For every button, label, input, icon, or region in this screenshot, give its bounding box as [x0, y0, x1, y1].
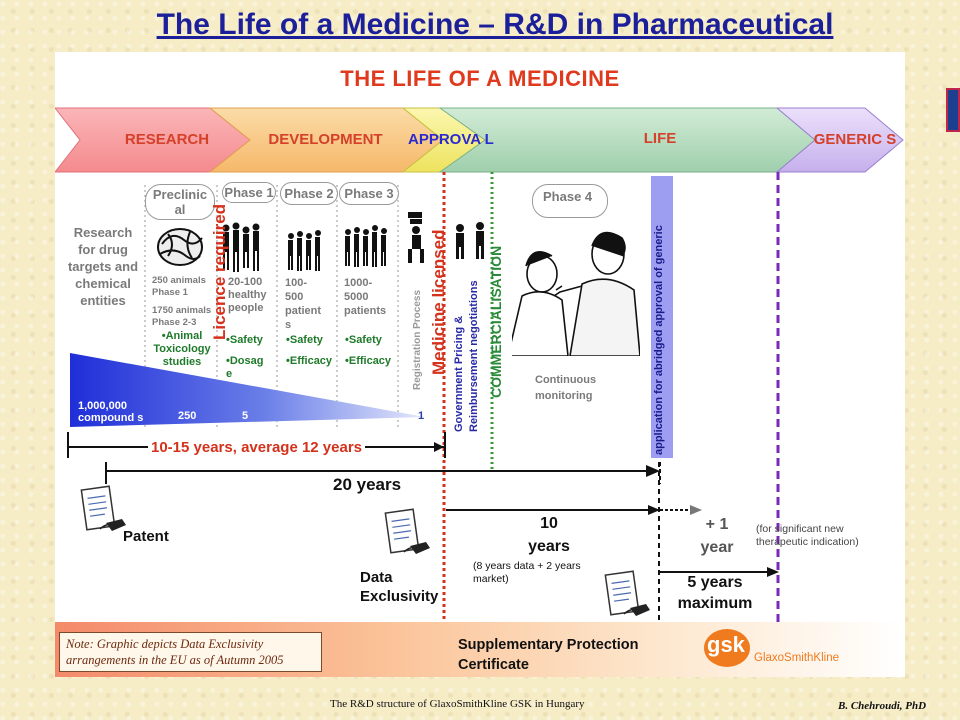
stage-arrows: [55, 107, 904, 173]
preclinical-tox: •Animal Toxicology studies: [153, 330, 211, 368]
spc-label: Supplementary Protection Certificate: [458, 637, 639, 673]
medicine-licensed: Medicine licensed: [429, 229, 448, 376]
funnel-start: 1,000,000 compound s: [78, 400, 144, 424]
corner-tab: [946, 88, 960, 132]
continuous-monitoring: Continuous monitoring: [535, 374, 597, 402]
phase3-safety: •Safety: [345, 334, 382, 346]
stage-generics: GENERIC S: [813, 131, 897, 148]
generic-application-bar: [651, 176, 673, 458]
pricing-line1: Government Pricing &: [453, 315, 465, 432]
preclinical-animals-1: 250 animals Phase 1: [152, 275, 206, 298]
trial-participants-illustration: [222, 222, 387, 272]
data-exclusivity-label: Data Exclusivity: [360, 569, 439, 605]
phase1-dosage: •Dosag e: [226, 355, 264, 380]
phase-preclinical: Preclinic al: [145, 184, 215, 220]
licensed-line: [442, 172, 446, 622]
phase-4: Phase 4: [532, 184, 608, 218]
registration-process: Registration Process: [412, 289, 423, 390]
plus-one-note: (for significant new therapeutic indicat…: [756, 523, 859, 548]
phase2-people: 100-500 patient s: [285, 277, 322, 331]
ten-years-arrow: [446, 505, 702, 515]
ten-years: 10 years: [528, 515, 570, 555]
phase3-efficacy: •Efficacy: [345, 355, 392, 367]
phase1-safety: •Safety: [226, 334, 263, 346]
phase-separators: [144, 185, 399, 430]
phase2-safety: •Safety: [286, 334, 323, 346]
funnel-1: 1: [418, 410, 425, 422]
twenty-years: 20 years: [333, 475, 402, 494]
preclinical-animals-2: 1750 animals Phase 2-3: [152, 305, 212, 328]
phase3-people: 1000-5000 patients: [344, 277, 387, 317]
phase2-efficacy: •Efficacy: [286, 355, 333, 367]
data-exclusivity-document-icon: [384, 508, 430, 554]
funnel-250: 250: [178, 410, 197, 422]
phase-2: Phase 2: [280, 182, 338, 205]
footer-author: B. Chehroudi, PhD: [838, 700, 927, 712]
eu-note: Note: Graphic depicts Data Exclusivity a…: [59, 632, 322, 672]
footer-caption: The R&D structure of GlaxoSmithKline GSK…: [330, 698, 585, 710]
stage-life: LIFE: [643, 130, 677, 147]
commercialisation: COMMERCIALISATION: [488, 245, 504, 398]
slide-title: The Life of a Medicine – R&D in Pharmace…: [156, 8, 834, 41]
negotiation-figures: [456, 222, 484, 259]
stage-research: RESEARCH: [124, 131, 210, 148]
range-label: 10-15 years, average 12 years: [148, 439, 366, 456]
gsk-logo-text: gsk: [707, 632, 745, 657]
ten-years-note: (8 years data + 2 years market): [473, 560, 581, 585]
stage-approval: APPROVA L: [408, 131, 494, 148]
generic-application: application for abridged approval of gen…: [653, 225, 665, 455]
compound-funnel: [70, 353, 425, 427]
phase-3: Phase 3: [339, 182, 399, 205]
funnel-5: 5: [242, 410, 249, 422]
pricing-line2: Reimbursement negotiations: [468, 280, 480, 432]
generics-arrow: [775, 107, 904, 173]
phase-1: Phase 1: [222, 182, 276, 203]
patent-label: Patent: [123, 528, 169, 545]
diagram-title: THE LIFE OF A MEDICINE: [340, 66, 620, 91]
stage-development: DEVELOPMENT: [268, 131, 383, 148]
research-text: Research for drug targets and chemical e…: [67, 225, 139, 308]
five-years-arrow: [660, 567, 779, 577]
registration-figure: [408, 212, 424, 263]
generics-line: [776, 172, 780, 625]
five-years: 5 years maximum: [677, 574, 753, 612]
gsk-brand-name: GlaxoSmithKline: [754, 652, 840, 664]
phase1-people: 20-100 healthy people: [228, 276, 267, 314]
gsk-logo: [704, 629, 750, 667]
plus-one-year: + 1 year: [700, 516, 734, 556]
patent-document-icon: [80, 485, 126, 531]
lab-animals-illustration: [157, 228, 203, 266]
doctor-patient-illustration: [512, 224, 640, 356]
spc-document-icon: [604, 570, 650, 616]
licence-required: Licence required: [210, 203, 229, 340]
